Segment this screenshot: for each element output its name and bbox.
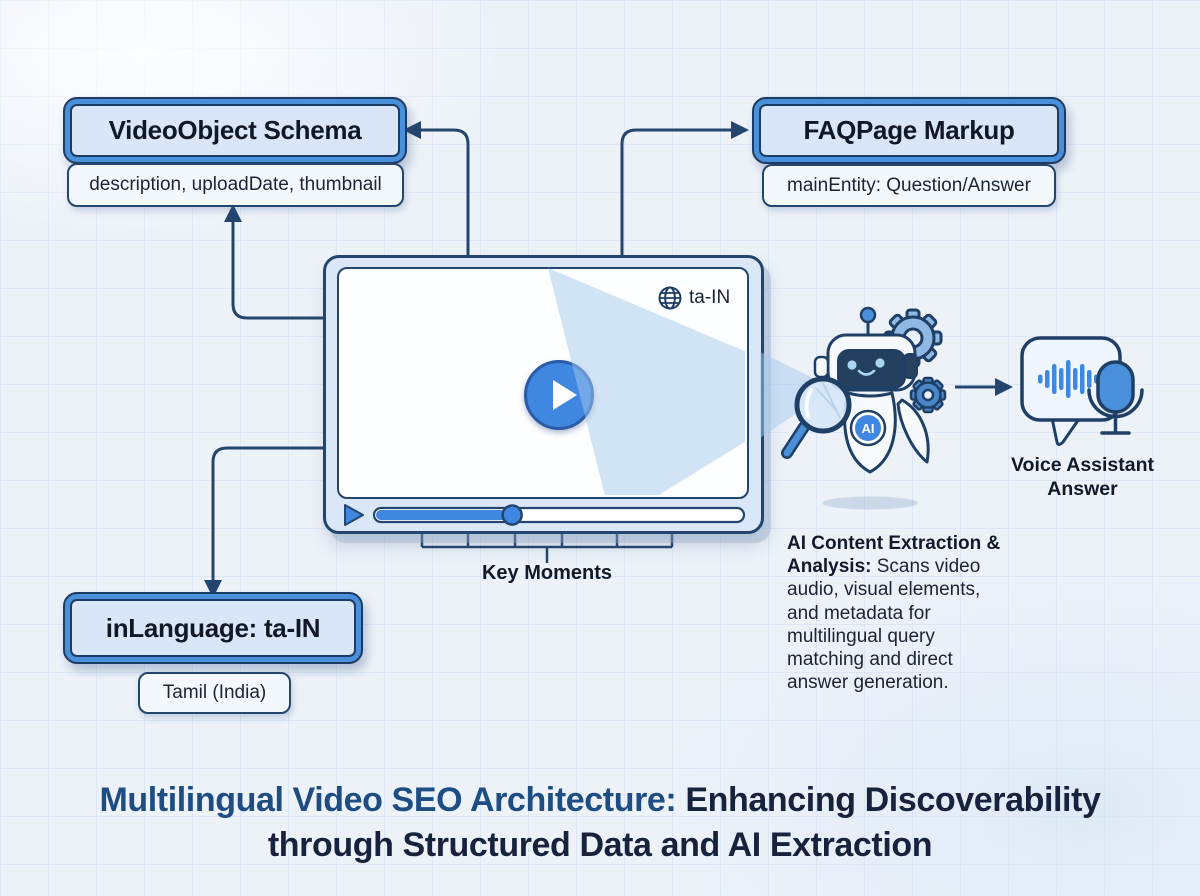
videoobject-properties-box: description, uploadDate, thumbnail: [67, 163, 404, 207]
key-moments-label: Key Moments: [481, 562, 613, 584]
extraction-note-lead: AI Content Extraction & Analysis:: [787, 533, 1001, 578]
arrowhead-right-icon: [731, 121, 749, 139]
robot-face-screen: [837, 349, 906, 389]
mainentity-label: mainEntity: Question/Answer: [787, 174, 1031, 196]
voice-assistant-illustration: [1020, 336, 1144, 446]
tamil-india-box: Tamil (India): [138, 672, 291, 714]
video-screen: ta-IN: [337, 267, 749, 499]
ai-badge: [855, 415, 881, 441]
microphone-icon: [1087, 360, 1144, 435]
arrowhead-voice-icon: [995, 378, 1013, 396]
progress-knob[interactable]: [501, 504, 523, 526]
connector-to-description: [231, 220, 323, 320]
ai-robot-illustration: AI: [781, 306, 947, 510]
speech-bubble-tail: [1050, 416, 1081, 446]
videoobject-properties-label: description, uploadDate, thumbnail: [89, 174, 382, 195]
robot-antenna-ball: [859, 306, 877, 324]
title-navy-part: Enhancing Discoverability through Struct…: [267, 781, 1101, 864]
small-gear-icon: [909, 376, 947, 414]
robot-eye-left: [847, 360, 857, 370]
waveform-icon: [1038, 360, 1099, 398]
globe-icon: [658, 286, 682, 310]
faqpage-markup-label: FAQPage Markup: [803, 115, 1015, 145]
play-icon: [553, 380, 577, 410]
videoobject-schema-box: VideoObject Schema: [63, 97, 407, 164]
title-blue-part: Multilingual Video SEO Architecture:: [99, 781, 677, 819]
robot-ear-left: [813, 355, 830, 379]
extraction-note: AI Content Extraction & Analysis: Scans …: [787, 532, 1004, 694]
voice-assistant-label: Voice Assistant Answer: [1010, 454, 1155, 501]
tamil-india-label: Tamil (India): [162, 682, 267, 703]
connector-to-faqpage: [620, 128, 732, 255]
language-tag: ta-IN: [689, 287, 731, 308]
faqpage-markup-box: FAQPage Markup: [752, 97, 1066, 164]
connector-to-inlanguage: [211, 446, 323, 582]
player-controls: [344, 504, 746, 526]
videoobject-schema-label: VideoObject Schema: [108, 115, 362, 145]
language-badge: ta-IN: [657, 285, 730, 311]
robot-shadow: [822, 496, 918, 510]
play-button[interactable]: [524, 360, 594, 430]
robot-smile: [857, 369, 876, 376]
robot-eye-right: [875, 358, 885, 368]
connector-to-videoobject: [420, 128, 470, 255]
diagram-title: Multilingual Video SEO Architecture: Enh…: [0, 778, 1200, 868]
ai-badge-label: AI: [862, 421, 875, 436]
inlanguage-label: inLanguage: ta-IN: [105, 612, 321, 643]
mainentity-box: mainEntity: Question/Answer: [762, 164, 1056, 207]
progress-fill: [376, 510, 513, 520]
video-player: ta-IN: [323, 255, 764, 534]
robot-arm: [896, 398, 930, 464]
inlanguage-box: inLanguage: ta-IN: [63, 592, 363, 664]
mini-play-button[interactable]: [344, 504, 364, 526]
extraction-note-body: Scans video audio, visual elements, and …: [787, 556, 981, 694]
page-title: Multilingual Video SEO Architecture: Enh…: [50, 778, 1150, 868]
